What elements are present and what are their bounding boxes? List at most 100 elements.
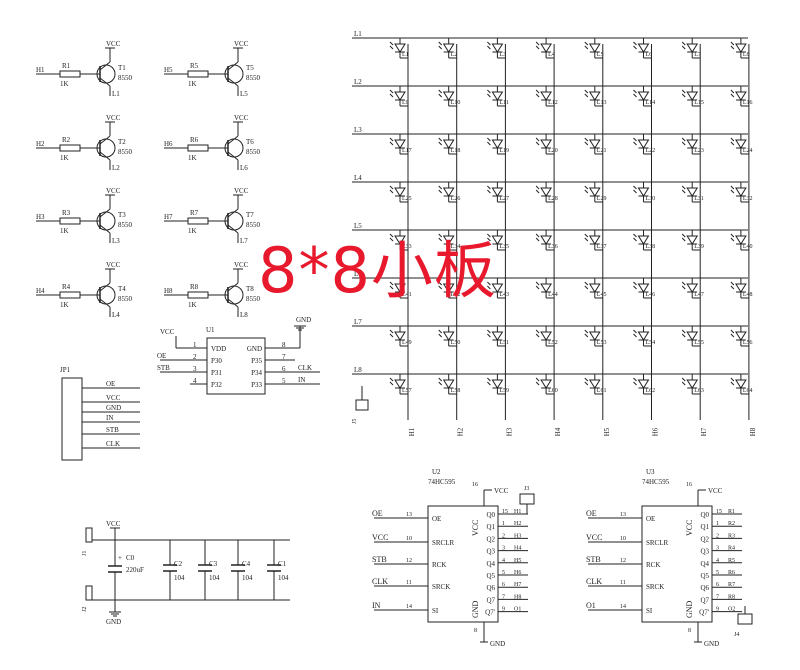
led-symbol [442,379,455,389]
led: L26 [438,182,460,203]
led: L64 [730,374,753,395]
led: L39 [681,230,704,251]
wire [389,137,394,142]
pin-name: SRCLR [646,539,669,547]
resistor-ref: R2 [62,136,71,144]
pin-number: 3 [502,546,505,552]
led-symbol [491,379,504,389]
led-symbol [442,331,455,341]
wire [227,151,239,161]
u1-pin-number: 1 [193,341,197,349]
base-net-label: H6 [164,140,173,148]
wire [681,93,686,98]
wire [633,141,637,146]
wire [535,137,540,142]
pin-number: 15 [716,509,722,515]
led: L16 [730,86,753,107]
wire [633,41,637,46]
driver-output: L8 [240,311,248,319]
net-label: O1 [586,601,596,610]
pin-name: OE [432,515,441,523]
led-label: L17 [402,148,412,154]
led-symbol [442,235,455,245]
pin-name: SRCLR [432,539,455,547]
wire [438,185,443,190]
wire [681,89,686,94]
pin-number: 14 [406,604,412,610]
row-label: L7 [354,318,362,326]
wire [584,329,589,334]
u1-net-label: OE [157,352,166,360]
led: L61 [584,374,606,395]
transistor-body [224,64,244,84]
led-symbol [394,331,406,341]
wire [730,45,735,50]
led-label: L42 [451,292,461,298]
u1-pin-number: 6 [282,365,286,373]
led: L19 [487,134,509,155]
wire [438,377,443,382]
wire [730,141,735,146]
wire [584,41,589,46]
led: L38 [633,230,656,251]
supply-label: VCC [234,187,249,195]
supply-label: VCC [106,114,121,122]
transistor-body [96,285,116,305]
cap-ref: C1 [278,560,287,568]
led: L1 [389,38,409,59]
wire [681,45,686,50]
led-symbol [734,91,747,101]
wire [227,135,239,145]
jp1-line-label: STB [106,426,119,434]
u1-ref: U1 [206,326,215,334]
wire [633,189,637,194]
u1-pin-name: P33 [251,381,262,389]
led-label: L62 [646,388,656,394]
pin-number: 15 [502,509,508,515]
wire [487,93,491,98]
transistor-ref: T7 [246,211,254,219]
led-label: L59 [499,388,509,394]
led: L35 [487,230,509,251]
wire [681,237,686,242]
supply-label: VCC [234,261,249,269]
wire [633,137,637,142]
j4-connector [737,613,753,625]
pin-name: RCK [646,561,660,569]
pin-name: Q0 [486,511,495,519]
led-label: L5 [597,52,604,58]
row-label: L8 [354,366,362,374]
led-label: L40 [743,244,753,250]
led-label: L38 [646,244,656,250]
led-label: L52 [548,340,558,346]
net-label: R2 [728,521,735,527]
col-label: H8 [749,427,757,436]
base-net-label: H8 [164,287,173,295]
cap-value: 104 [242,574,253,582]
led-label: L49 [402,340,412,346]
row-label: L3 [354,126,362,134]
net-label: R7 [728,582,735,588]
base-net-label: H1 [36,66,45,74]
resistor [187,291,209,299]
led: L2 [438,38,457,59]
wire [99,282,111,292]
net-label: VCC [494,487,509,495]
led: L43 [487,278,509,299]
wire [730,281,735,286]
jp1-line-label: OE [106,380,115,388]
pin-number: 2 [716,533,719,539]
led-label: L50 [451,340,461,346]
pin-number: 9 [716,607,719,613]
led-label: L20 [548,148,558,154]
led-symbol [394,283,406,293]
led: L57 [389,374,412,395]
wire [681,333,686,338]
wire [633,237,637,242]
pin-name: Q6 [486,584,495,592]
wire [730,233,735,238]
